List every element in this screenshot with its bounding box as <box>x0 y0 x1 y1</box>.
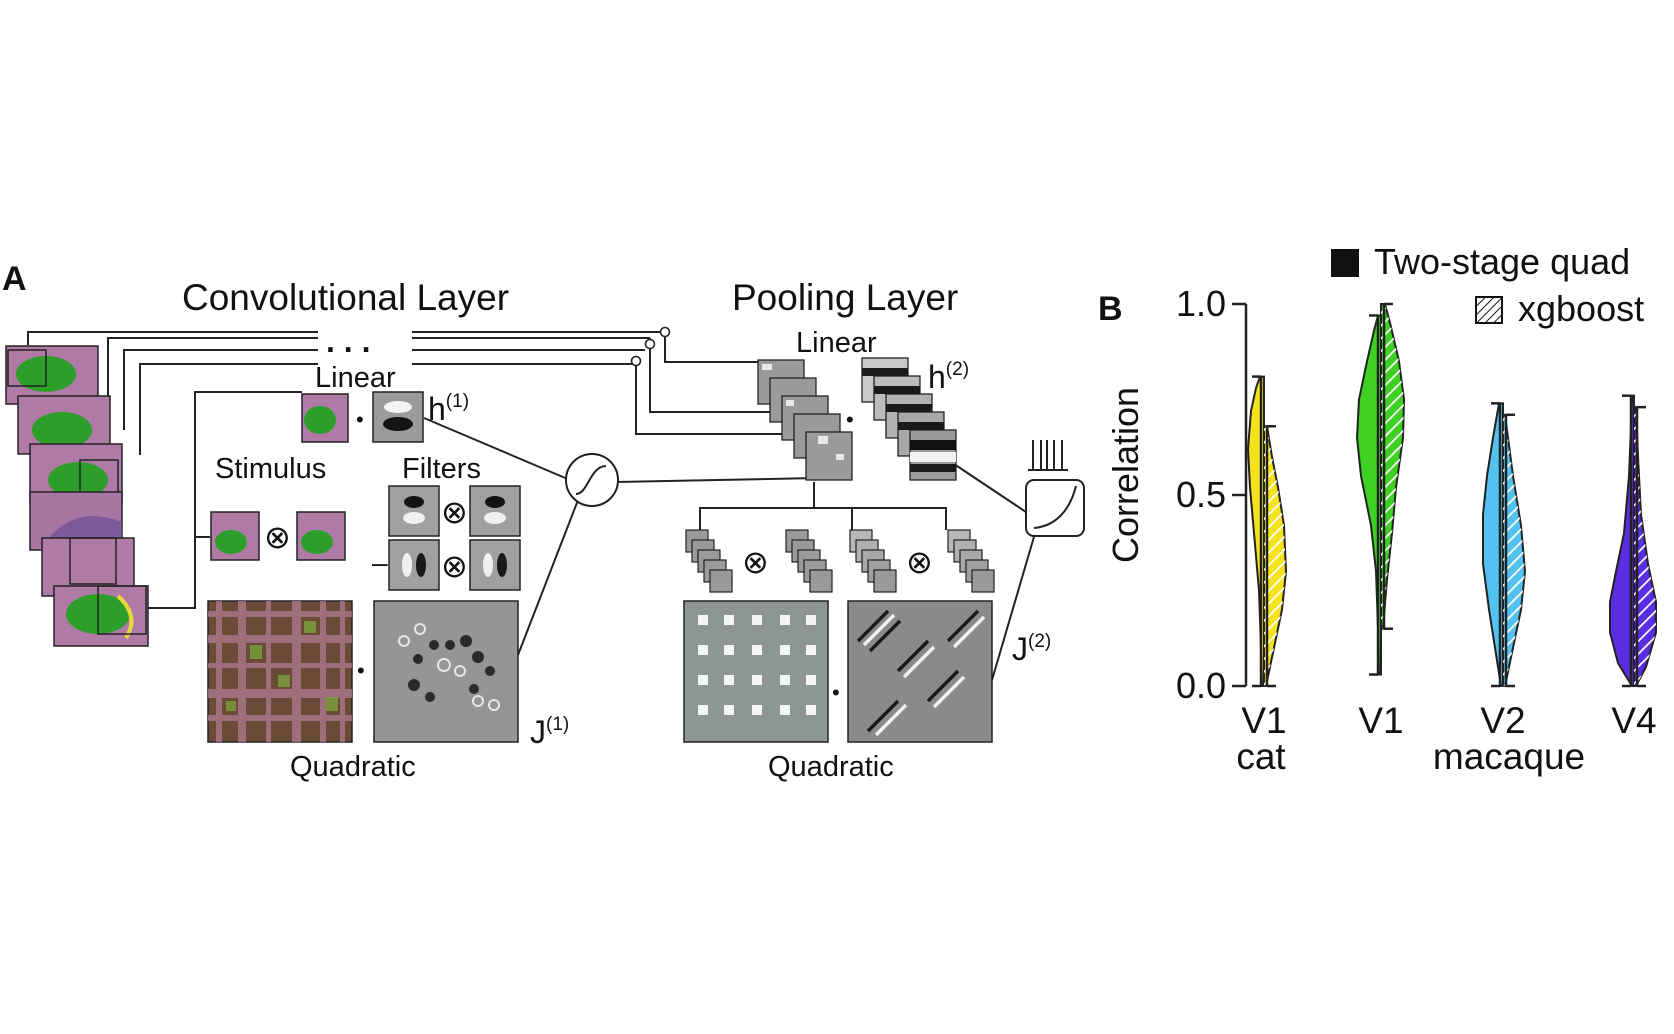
legend-label: Two-stage quad <box>1374 241 1630 282</box>
filter-otimes: ⊗ <box>441 494 468 530</box>
j1-label: J(1) <box>530 714 569 750</box>
y-tick-label: 1.0 <box>1176 283 1226 324</box>
filter-pair-bottom: ⊗ <box>388 539 521 591</box>
panel-a-letter: A <box>2 260 27 298</box>
pool-quadratic-stacks <box>685 529 995 593</box>
dots-gap <box>318 326 412 370</box>
x-category-label: V1 <box>1358 700 1403 741</box>
y-axis: 0.0 0.5 1.0 <box>1176 283 1248 706</box>
h1-filter <box>372 391 424 443</box>
x-category-label: V1 <box>1241 700 1286 741</box>
y-axis-label: Correlation <box>1105 387 1146 563</box>
stimulus-stack <box>5 345 149 647</box>
violin-two-stage-quad <box>1609 394 1635 687</box>
sigmoid-nonlinearity <box>565 453 619 507</box>
connection-lines <box>27 331 1037 681</box>
h2-filter-stack <box>861 357 957 481</box>
quadratic-right-label: Quadratic <box>768 751 894 783</box>
pool-map-stack-b <box>785 529 833 593</box>
pool-linear-label: Linear <box>796 327 877 359</box>
stimulus-frame <box>53 585 149 647</box>
linear-stimulus-patch <box>301 393 349 443</box>
panel-b-letter: B <box>1098 290 1123 328</box>
conv-linear-label: Linear <box>315 362 396 394</box>
y-tick-label: 0.0 <box>1176 665 1226 706</box>
legend: Two-stage quad xgboost <box>1331 241 1644 329</box>
j2-filter-matrix <box>847 600 993 743</box>
y-tick-label: 0.5 <box>1176 474 1226 515</box>
pool-layer-title: Pooling Layer <box>732 277 958 318</box>
panel-b: B Correlation 0.0 0.5 1.0 Two-stage quad xg… <box>1098 241 1657 777</box>
legend-swatch-solid <box>1331 249 1359 277</box>
filter-minus: – <box>372 547 388 578</box>
filters-label: Filters <box>402 453 481 485</box>
panel-a: A Convolutional Layer Pooling Layer . . … <box>2 260 1085 783</box>
pool-map-stack-a <box>685 529 733 593</box>
pool-filter-stack-b <box>947 529 995 593</box>
legend-swatch-hatched <box>1475 296 1503 324</box>
x-category-label: V2 <box>1480 700 1525 741</box>
violin-xgboost-hatch <box>1634 407 1656 686</box>
violin-xgboost-hatch <box>1381 304 1404 629</box>
pool-outer-product-matrix <box>683 600 829 743</box>
x-category-label: V4 <box>1611 700 1656 741</box>
conv-layer-title: Convolutional Layer <box>182 277 509 318</box>
switch-circles <box>630 326 671 367</box>
pool-dot-operator: • <box>846 407 854 432</box>
x-group-label: macaque <box>1433 736 1585 777</box>
quadratic-stimulus-patch <box>210 511 260 561</box>
pool-filters-otimes: ⊗ <box>906 544 933 580</box>
pool-filter-stack-a <box>849 529 897 593</box>
legend-label: xgboost <box>1518 288 1644 329</box>
matrix-dot-operator: • <box>357 658 365 683</box>
pool-matrix-dot-operator: • <box>832 680 840 705</box>
spike-train-icon <box>1028 440 1068 471</box>
j1-filter-matrix <box>373 600 519 743</box>
stimulus-label: Stimulus <box>215 453 326 485</box>
pool-feature-map-stack <box>757 359 853 481</box>
violin-plot <box>1246 302 1657 688</box>
x-group-label: cat <box>1236 736 1286 777</box>
ellipsis-dots: . . . <box>326 323 370 359</box>
h1-label: h(1) <box>428 391 469 427</box>
violin-xgboost-hatch <box>1503 414 1525 686</box>
j2-label: J(2) <box>1012 631 1051 667</box>
stimulus-outer-product-matrix <box>207 600 353 743</box>
h2-label: h(2) <box>928 359 969 395</box>
pool-maps-otimes: ⊗ <box>742 544 769 580</box>
quadratic-stimulus-patch <box>296 511 346 561</box>
stimulus-otimes: ⊗ <box>264 519 291 555</box>
violin-xgboost-hatch <box>1264 426 1286 686</box>
output-nonlinearity <box>1025 479 1085 537</box>
linear-dot-operator: • <box>356 407 364 432</box>
quadratic-left-label: Quadratic <box>290 751 416 783</box>
stimulus-frame <box>5 345 99 405</box>
filter-otimes: ⊗ <box>441 548 468 584</box>
filter-pair-top: ⊗ <box>388 485 521 537</box>
